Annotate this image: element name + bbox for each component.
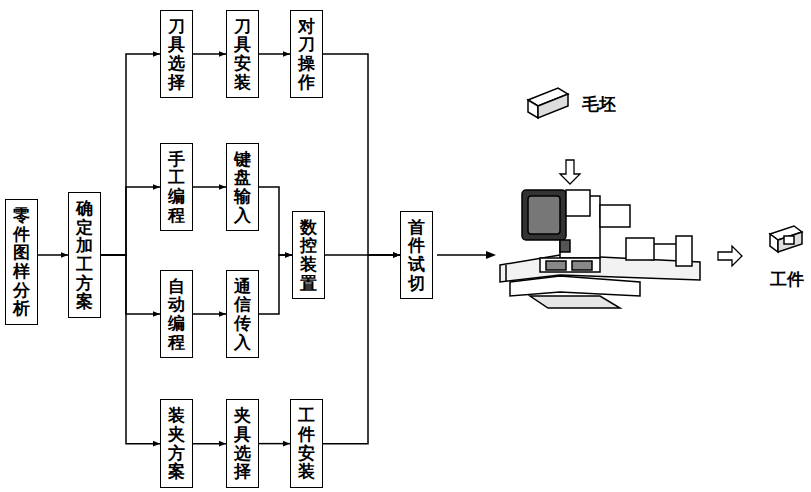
- merge-line: [323, 255, 400, 444]
- process-box: 确定加工方案: [68, 192, 101, 318]
- feed-arrow: [437, 254, 488, 256]
- process-box: 自动编程: [160, 270, 193, 359]
- process-box: 工件安装: [290, 399, 323, 488]
- arrow-connector: [193, 53, 226, 55]
- merge-line: [259, 187, 292, 255]
- arrow-connector: [38, 254, 68, 256]
- split-line: [101, 255, 160, 314]
- box-text: 对刀操作: [298, 17, 315, 92]
- part-label: 毛坯: [580, 93, 618, 116]
- box-text: 手工编程: [168, 150, 185, 225]
- box-text: 自动编程: [168, 277, 185, 352]
- process-box: 首件试切: [400, 211, 433, 300]
- merge-line: [259, 255, 292, 314]
- box-text: 夹具选择: [234, 406, 251, 481]
- merge-line: [323, 54, 400, 255]
- blank-icon: [528, 88, 568, 118]
- arrow-connector: [259, 53, 290, 55]
- arrow-connector: [193, 186, 226, 188]
- box-text: 通信传入: [234, 277, 251, 352]
- box-text: 首件试切: [408, 218, 425, 293]
- process-box: 刀具选择: [160, 10, 193, 99]
- box-text: 数控装置: [300, 218, 317, 293]
- split-line: [101, 187, 160, 255]
- process-box: 手工编程: [160, 143, 193, 232]
- box-text: 键盘输入: [234, 150, 251, 225]
- machine-tool: [500, 190, 700, 308]
- process-box: 装夹方案: [160, 399, 193, 488]
- part-label: 工件: [768, 268, 806, 291]
- arrow-connector: [193, 313, 226, 315]
- process-box: 键盘输入: [226, 143, 259, 232]
- hollow-arrow: [560, 160, 580, 184]
- split-line: [101, 255, 160, 444]
- split-line: [101, 54, 160, 255]
- feed-arrowhead: [486, 251, 496, 259]
- box-text: 零件图样分析: [13, 206, 30, 318]
- process-box: 零件图样分析: [5, 199, 38, 325]
- process-box: 通信传入: [226, 270, 259, 359]
- process-box: 对刀操作: [290, 10, 323, 99]
- box-text: 刀具选择: [168, 17, 185, 92]
- hollow-arrow: [718, 246, 742, 266]
- box-text: 确定加工方案: [76, 199, 93, 311]
- workpiece-icon: [770, 226, 802, 252]
- box-text: 刀具安装: [234, 17, 251, 92]
- process-box: 夹具选择: [226, 399, 259, 488]
- process-box: 数控装置: [292, 211, 325, 300]
- process-box: 刀具安装: [226, 10, 259, 99]
- box-text: 工件安装: [298, 406, 315, 481]
- arrow-connector: [259, 443, 290, 445]
- box-text: 装夹方案: [168, 406, 185, 481]
- arrow-connector: [193, 443, 226, 445]
